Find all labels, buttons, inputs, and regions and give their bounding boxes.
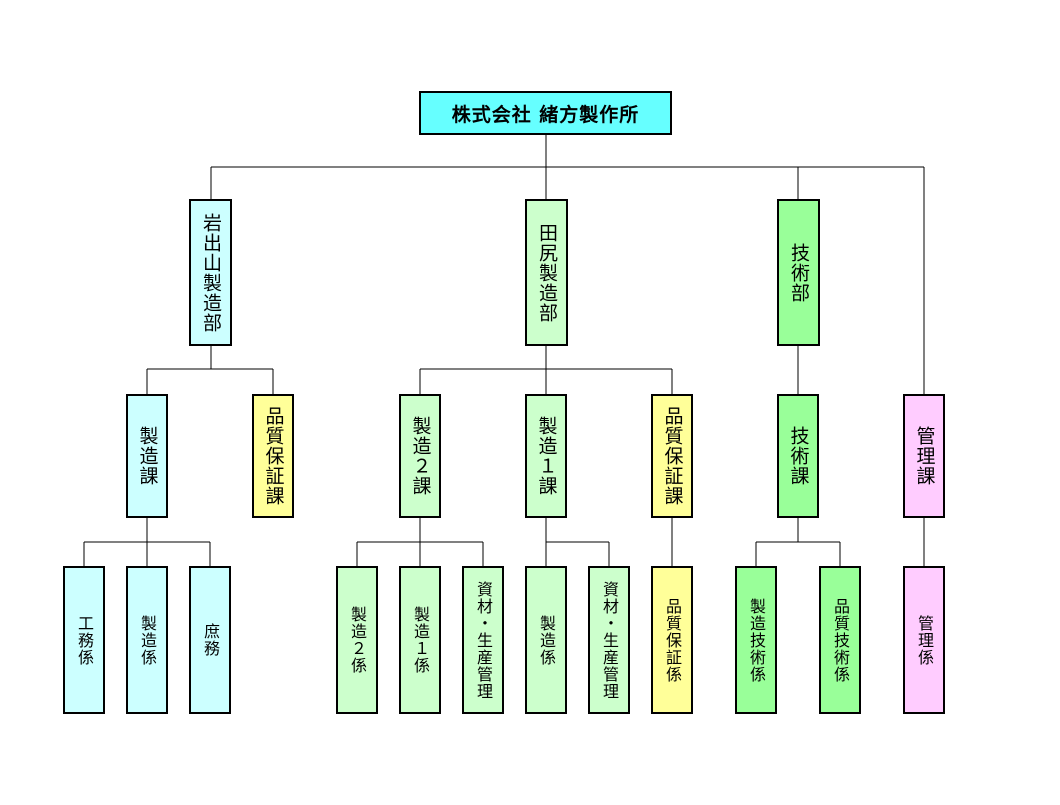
unit-seizo-gijutsu: 製造技術係 [735,566,777,714]
unit-hinshitsu-hosho: 品質保証係 [651,566,693,714]
section-label: 製造２課 [409,416,432,496]
unit-label: 資材・生産管理 [600,580,619,700]
dept-gijutsu-label: 技術部 [788,242,810,303]
section-iwadeyama-seizo: 製造課 [126,394,168,518]
unit-label: 品質保証係 [663,597,682,683]
dept-iwadeyama: 岩出山製造部 [189,199,232,346]
company-node: 株式会社 緒方製作所 [419,91,672,135]
unit-kanri: 管理係 [903,566,945,714]
section-label: 製造１課 [535,416,558,496]
section-kanri: 管理課 [903,394,945,518]
section-label: 品質保証課 [262,406,285,506]
section-label: 製造課 [136,426,159,486]
unit-label: 管理係 [915,614,934,666]
section-label: 技術課 [787,426,810,486]
unit-seizo: 製造係 [126,566,168,714]
unit-shizai-a: 資材・生産管理 [462,566,504,714]
unit-seizo1: 製造１係 [399,566,441,714]
unit-shomu: 庶務 [189,566,231,714]
unit-seizo-b: 製造係 [525,566,567,714]
section-taziri-seizo1: 製造１課 [525,394,567,518]
unit-label: 資材・生産管理 [474,580,493,700]
dept-gijutsu: 技術部 [777,199,820,346]
dept-taziri-label: 田尻製造部 [536,222,558,323]
section-label: 管理課 [913,426,936,486]
unit-label: 製造係 [138,614,157,666]
dept-iwadeyama-label: 岩出山製造部 [200,212,222,333]
section-iwadeyama-hinshitsu: 品質保証課 [252,394,294,518]
unit-label: 工務係 [75,614,94,666]
unit-koumu: 工務係 [63,566,105,714]
unit-label: 庶務 [201,623,220,657]
section-label: 品質保証課 [661,406,684,506]
dept-taziri: 田尻製造部 [525,199,568,346]
unit-seizo2: 製造２係 [336,566,378,714]
unit-label: 品質技術係 [831,597,850,683]
unit-label: 製造技術係 [747,597,766,683]
section-taziri-hinshitsu: 品質保証課 [651,394,693,518]
unit-hinshitsu-gijutsu: 品質技術係 [819,566,861,714]
section-gijutsu: 技術課 [777,394,819,518]
unit-label: 製造２係 [348,606,367,674]
unit-label: 製造係 [537,614,556,666]
unit-label: 製造１係 [411,606,430,674]
section-taziri-seizo2: 製造２課 [399,394,441,518]
company-name: 株式会社 緒方製作所 [451,103,640,126]
unit-shizai-b: 資材・生産管理 [588,566,630,714]
